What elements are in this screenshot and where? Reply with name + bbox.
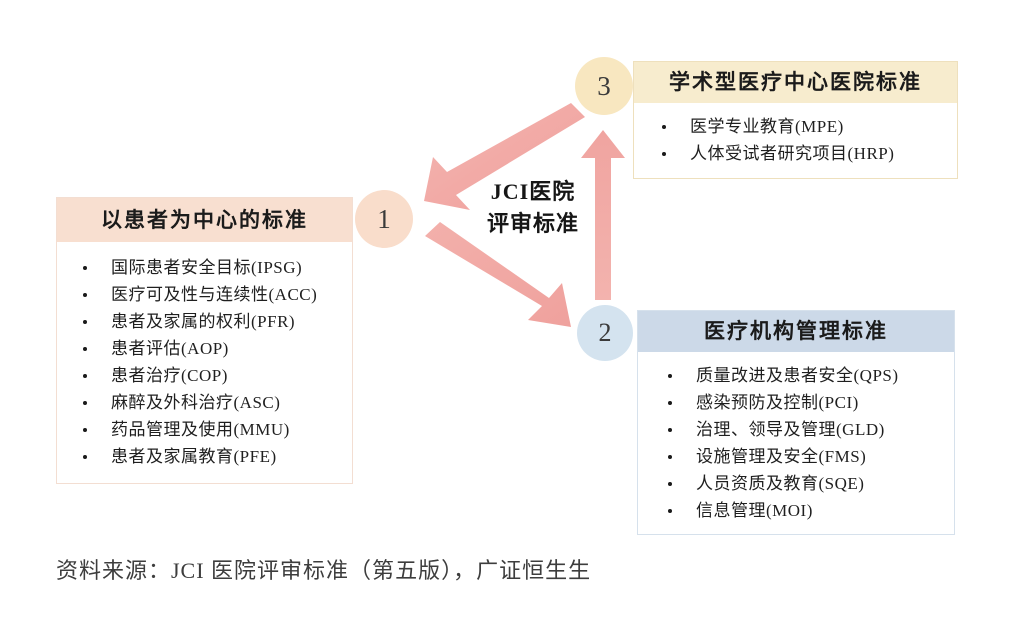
bullet-dot-icon xyxy=(83,265,87,270)
list-item: 人体受试者研究项目(HRP) xyxy=(662,140,957,167)
center-label-line-2: 评审标准 xyxy=(486,211,579,236)
list-item-label: 质量改进及患者安全(QPS) xyxy=(696,366,899,385)
list-item: 患者治疗(COP) xyxy=(83,362,352,389)
list-item-label: 人体受试者研究项目(HRP) xyxy=(690,144,895,163)
list-item-label: 国际患者安全目标(IPSG) xyxy=(111,258,303,277)
list-item-label: 医疗可及性与连续性(ACC) xyxy=(111,285,318,304)
bullet-dot-icon xyxy=(668,454,672,459)
list-item-label: 麻醉及外科治疗(ASC) xyxy=(111,393,281,412)
academic-medical-center-standards-box: 学术型医疗中心医院标准 医学专业教育(MPE) 人体受试者研究项目(HRP) xyxy=(633,61,958,179)
list-item-label: 人员资质及教育(SQE) xyxy=(696,474,865,493)
list-item-label: 治理、领导及管理(GLD) xyxy=(696,420,885,439)
academic-medical-center-standards-list: 医学专业教育(MPE) 人体受试者研究项目(HRP) xyxy=(662,113,957,167)
node-circle-3-number: 3 xyxy=(597,70,611,101)
node-circle-2: 2 xyxy=(577,305,633,361)
bullet-dot-icon xyxy=(83,292,87,297)
list-item: 设施管理及安全(FMS) xyxy=(668,443,954,470)
list-item-label: 信息管理(MOI) xyxy=(696,501,813,520)
list-item-label: 感染预防及控制(PCI) xyxy=(696,393,859,412)
list-item-label: 患者治疗(COP) xyxy=(111,366,228,385)
list-item-label: 患者及家属的权利(PFR) xyxy=(111,312,296,331)
list-item: 质量改进及患者安全(QPS) xyxy=(668,362,954,389)
patient-centered-standards-box: 以患者为中心的标准 国际患者安全目标(IPSG) 医疗可及性与连续性(ACC) … xyxy=(56,197,353,484)
list-item: 感染预防及控制(PCI) xyxy=(668,389,954,416)
list-item: 治理、领导及管理(GLD) xyxy=(668,416,954,443)
bullet-dot-icon xyxy=(662,151,666,156)
healthcare-management-standards-body: 质量改进及患者安全(QPS) 感染预防及控制(PCI) 治理、领导及管理(GLD… xyxy=(638,352,954,534)
bullet-dot-icon xyxy=(668,481,672,486)
list-item-label: 患者评估(AOP) xyxy=(111,339,229,358)
bullet-dot-icon xyxy=(668,427,672,432)
node-circle-2-number: 2 xyxy=(598,318,612,347)
bullet-dot-icon xyxy=(83,400,87,405)
list-item: 人员资质及教育(SQE) xyxy=(668,470,954,497)
healthcare-management-standards-box: 医疗机构管理标准 质量改进及患者安全(QPS) 感染预防及控制(PCI) 治理、… xyxy=(637,310,955,535)
bullet-dot-icon xyxy=(662,124,666,129)
node-circle-1: 1 xyxy=(355,190,413,248)
source-caption: 资料来源：JCI 医院评审标准（第五版），广证恒生生 xyxy=(56,558,592,583)
list-item: 药品管理及使用(MMU) xyxy=(83,416,352,443)
list-item: 医学专业教育(MPE) xyxy=(662,113,957,140)
patient-centered-standards-title: 以患者为中心的标准 xyxy=(57,198,352,242)
list-item-label: 设施管理及安全(FMS) xyxy=(696,447,867,466)
bullet-dot-icon xyxy=(668,400,672,405)
list-item: 患者及家属的权利(PFR) xyxy=(83,308,352,335)
bullet-dot-icon xyxy=(668,508,672,513)
list-item-label: 药品管理及使用(MMU) xyxy=(111,420,290,439)
academic-medical-center-standards-body: 医学专业教育(MPE) 人体受试者研究项目(HRP) xyxy=(634,103,957,178)
bullet-dot-icon xyxy=(83,319,87,324)
list-item: 国际患者安全目标(IPSG) xyxy=(83,254,352,281)
bullet-dot-icon xyxy=(83,454,87,459)
bullet-dot-icon xyxy=(668,373,672,378)
list-item-label: 医学专业教育(MPE) xyxy=(690,117,844,136)
patient-centered-standards-body: 国际患者安全目标(IPSG) 医疗可及性与连续性(ACC) 患者及家属的权利(P… xyxy=(57,242,352,483)
list-item: 麻醉及外科治疗(ASC) xyxy=(83,389,352,416)
bullet-dot-icon xyxy=(83,346,87,351)
list-item: 患者评估(AOP) xyxy=(83,335,352,362)
healthcare-management-standards-title: 医疗机构管理标准 xyxy=(638,311,954,352)
bullet-dot-icon xyxy=(83,427,87,432)
center-label: JCI医院 评审标准 xyxy=(463,176,603,240)
node-circle-3: 3 xyxy=(575,57,633,115)
bullet-dot-icon xyxy=(83,373,87,378)
list-item: 患者及家属教育(PFE) xyxy=(83,443,352,470)
list-item: 信息管理(MOI) xyxy=(668,497,954,524)
center-label-line-1: JCI医院 xyxy=(490,179,576,204)
list-item-label: 患者及家属教育(PFE) xyxy=(111,447,277,466)
healthcare-management-standards-list: 质量改进及患者安全(QPS) 感染预防及控制(PCI) 治理、领导及管理(GLD… xyxy=(668,362,954,524)
academic-medical-center-standards-title: 学术型医疗中心医院标准 xyxy=(634,62,957,103)
patient-centered-standards-list: 国际患者安全目标(IPSG) 医疗可及性与连续性(ACC) 患者及家属的权利(P… xyxy=(83,254,352,470)
list-item: 医疗可及性与连续性(ACC) xyxy=(83,281,352,308)
node-circle-1-number: 1 xyxy=(377,203,391,234)
